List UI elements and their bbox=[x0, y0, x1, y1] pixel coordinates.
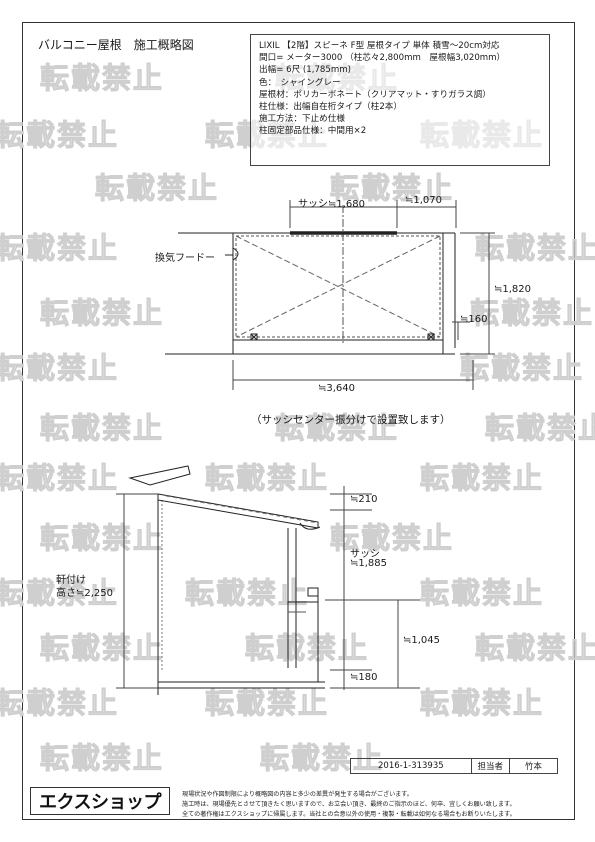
plan-note: （サッシセンター振分けで設置致します） bbox=[251, 414, 451, 426]
section-rail-label: ≒1,045 bbox=[403, 635, 441, 646]
disclaimer-line: 施工時は、現場優先とさせて頂きたく思いますので、お立会い頂き、最終のご指示のほど… bbox=[182, 800, 516, 808]
plan-post-offset-label: ≒160 bbox=[460, 314, 488, 325]
plan-post-left bbox=[250, 333, 258, 341]
disclaimer-line: 全ての著作権はエクスショップに帰属します。当社との合意以外の使用・複製・転載は如… bbox=[182, 810, 516, 818]
disclaimer: 現場状況や作図制限により概略図の内容と多少の差異が発生する場合がございます。 施… bbox=[182, 790, 552, 819]
spec-line: 色： シャイングレー bbox=[259, 77, 341, 88]
plan-diagonal-b bbox=[235, 235, 441, 338]
plan-roof-inner bbox=[235, 235, 441, 338]
staff-label: 担当者 bbox=[472, 759, 510, 773]
logo-text: エクスショップ bbox=[39, 792, 161, 813]
section-sash-label-line1: サッシ bbox=[350, 549, 380, 560]
spec-line: 出幅= 6尺 (1,785mm) bbox=[259, 65, 351, 76]
section-eave-label-line1: 軒付け bbox=[56, 575, 86, 586]
page-title: バルコニー屋根 施工概略図 bbox=[38, 38, 194, 52]
company-logo: エクスショップ bbox=[30, 787, 170, 815]
plan-sash-dimension-label: サッシ≒1,680 bbox=[298, 199, 366, 210]
spec-line: 柱固定部品仕様：中間用×2 bbox=[259, 126, 367, 137]
footer-table: 2016-1-313935 担当者 竹本 bbox=[350, 758, 558, 774]
plan-vent-hood-label: 換気フードー bbox=[155, 253, 215, 264]
section-building-eave bbox=[128, 465, 191, 486]
plan-vent-hood bbox=[232, 247, 239, 261]
plan-post-right bbox=[427, 333, 435, 341]
spec-line: 柱仕様：出幅自在桁タイプ（柱2本） bbox=[259, 102, 402, 113]
plan-depth-dimension-label: ≒1,820 bbox=[494, 284, 532, 295]
spec-line: 施工方法：下止め仕様 bbox=[259, 114, 345, 125]
section-floor-gap-label: ≒180 bbox=[350, 672, 378, 683]
plan-width-dimension-label: ≒3,640 bbox=[318, 383, 356, 394]
section-eave-label-line2: 高さ≒2,250 bbox=[56, 588, 114, 599]
staff-name: 竹本 bbox=[524, 762, 542, 772]
spec-line: LIXIL 【2階】スピーネ F型 屋根タイプ 単体 積雪〜20cm対応 bbox=[259, 41, 500, 51]
spec-line: 間口= メーター3000 （柱芯々2,800mm 屋根幅3,020mm） bbox=[259, 53, 506, 64]
disclaimer-line: 現場状況や作図制限により概略図の内容と多少の差異が発生する場合がございます。 bbox=[182, 791, 413, 798]
spec-line: 屋根材：ポリカーボネート（クリアマット・すりガラス調） bbox=[259, 89, 491, 100]
doc-number: 2016-1-313935 bbox=[351, 759, 472, 773]
section-rail-cap bbox=[307, 587, 319, 597]
section-gutter bbox=[299, 522, 321, 530]
section-sash-label-line2: ≒1,885 bbox=[350, 558, 388, 569]
spec-box: LIXIL 【2階】スピーネ F型 屋根タイプ 単体 積雪〜20cm対応 間口=… bbox=[250, 34, 550, 166]
page-frame bbox=[22, 22, 575, 820]
plan-offset-dimension-label: ≒1,070 bbox=[405, 195, 443, 206]
section-top-gap-label: ≒210 bbox=[350, 494, 378, 505]
